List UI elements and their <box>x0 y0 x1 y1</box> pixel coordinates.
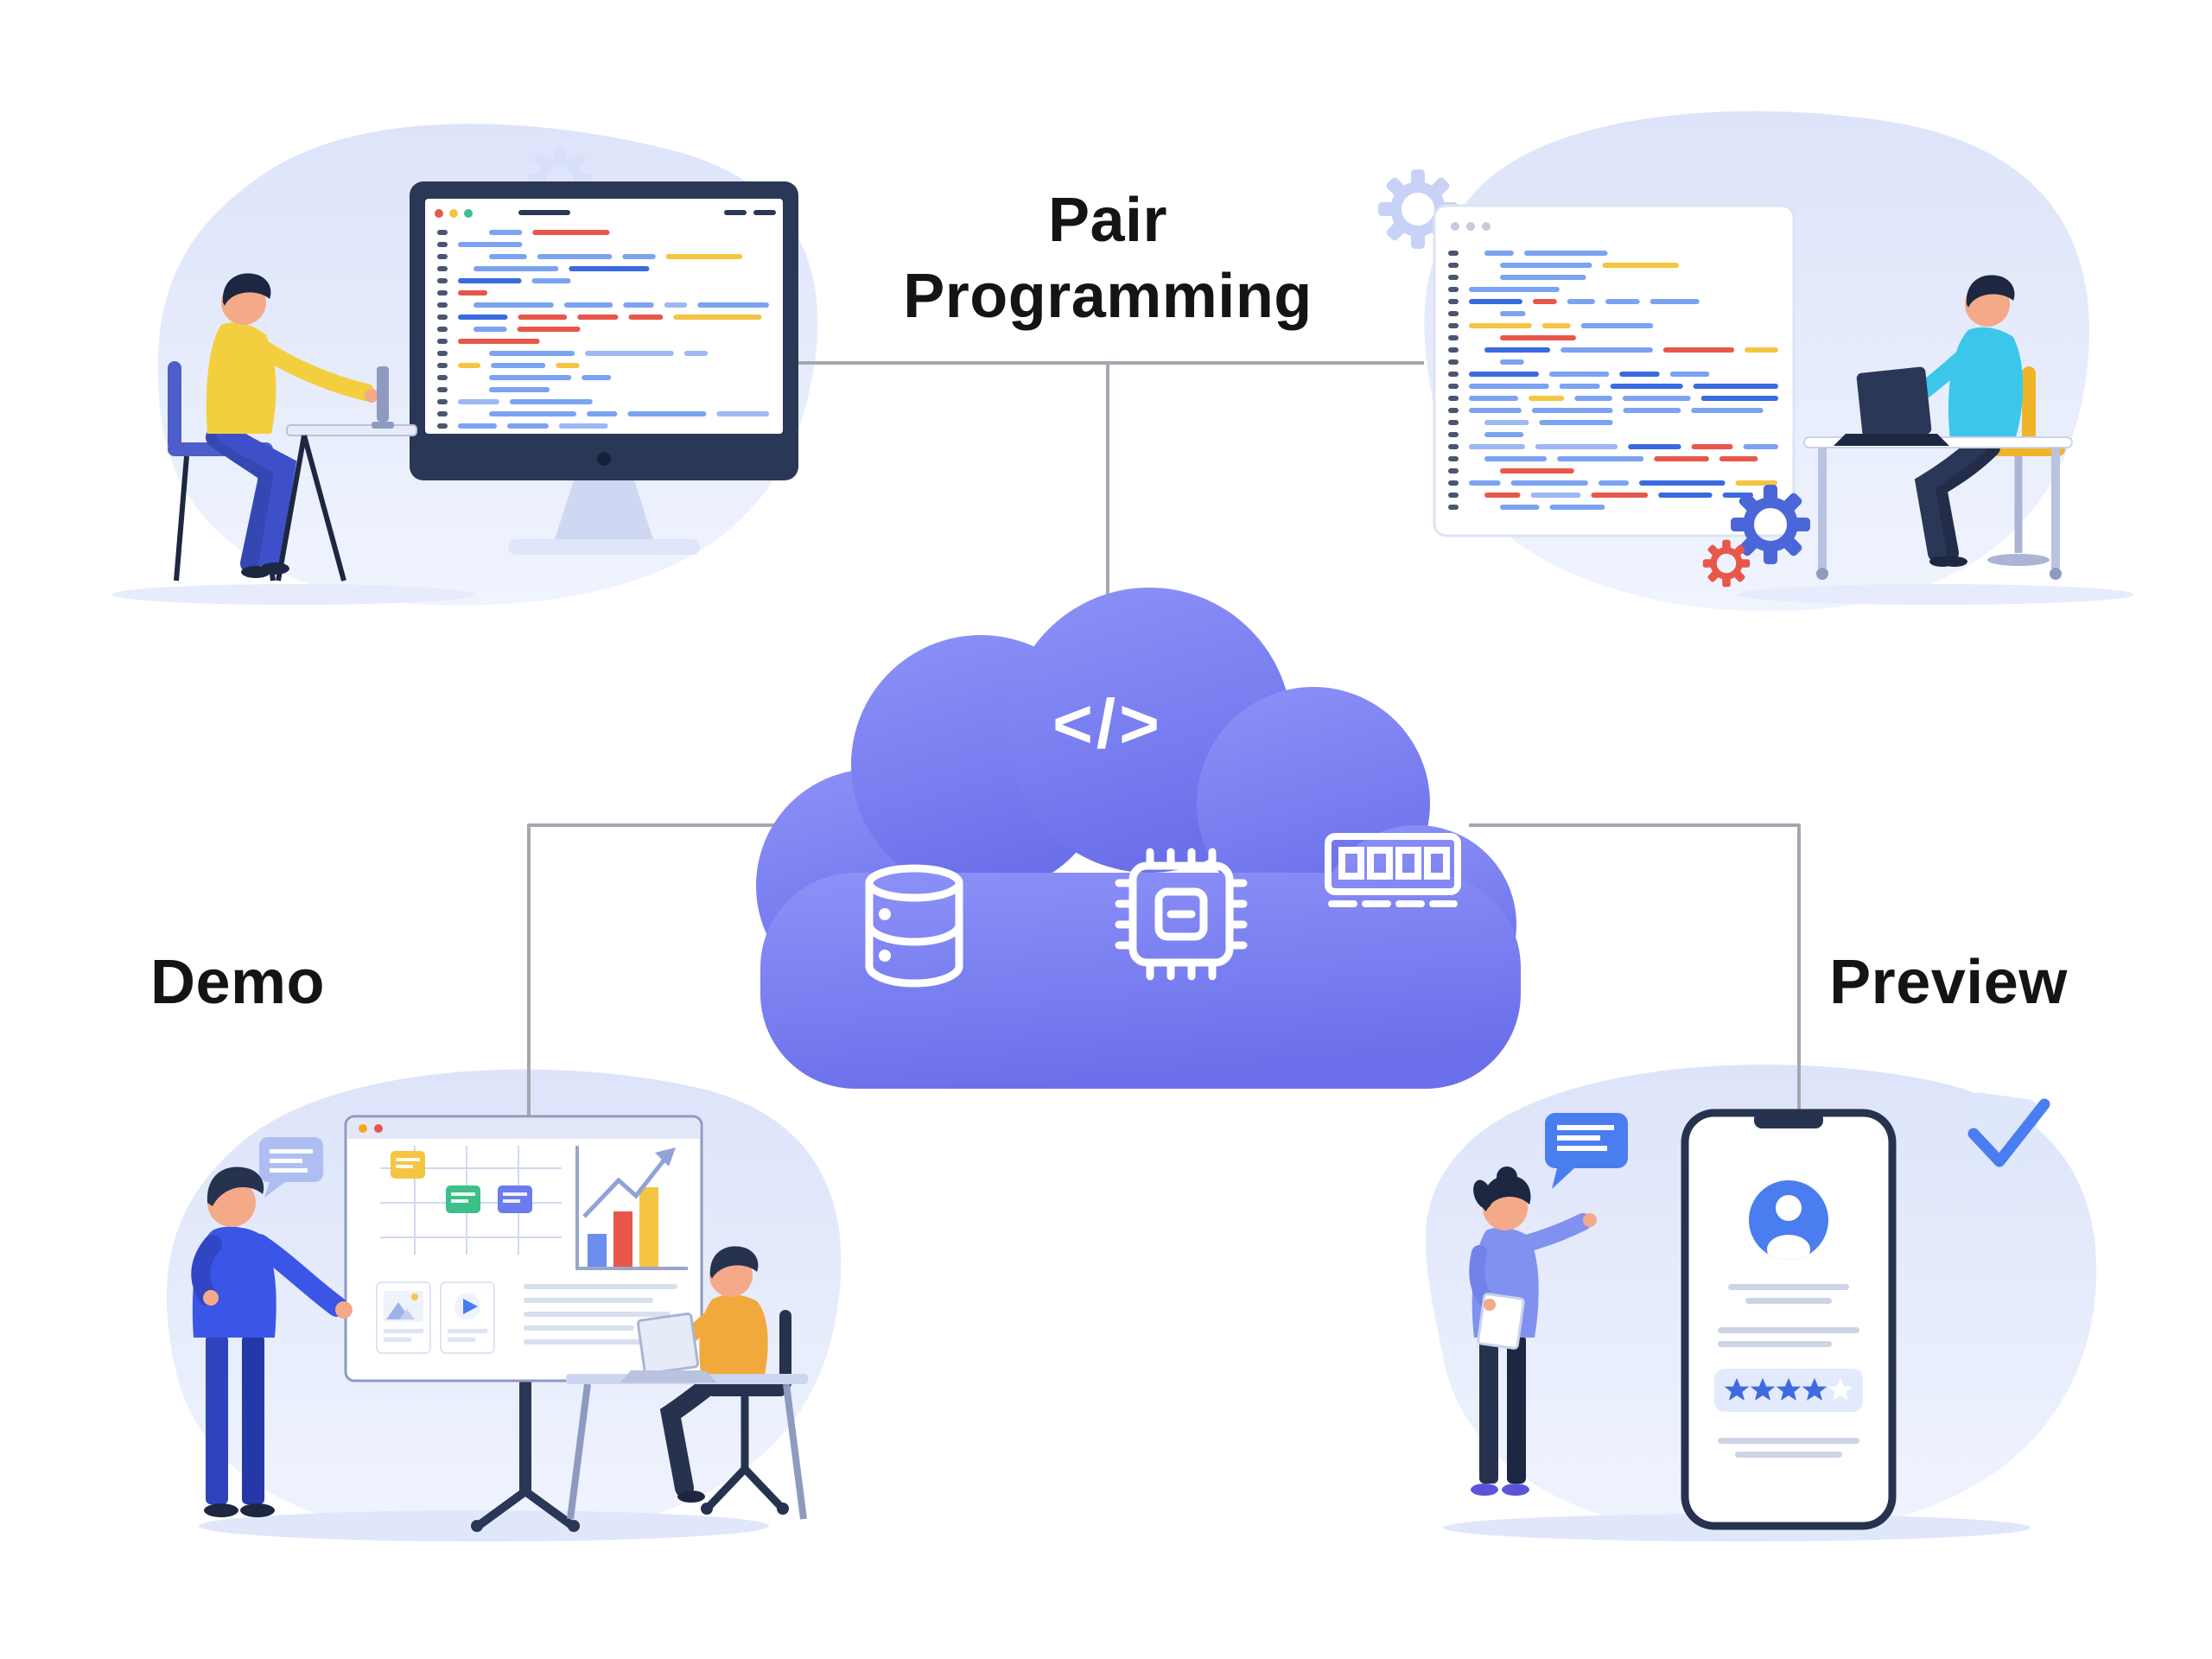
code-editor-screen <box>437 230 769 429</box>
arm-on-hip <box>191 1235 222 1306</box>
presenter <box>191 1137 353 1517</box>
bar-chart <box>575 1146 688 1270</box>
scene-pair-programming-left <box>168 147 798 582</box>
reviewer-woman <box>1469 1166 1597 1496</box>
scene-preview <box>1469 1092 2050 1530</box>
profile-text-lines <box>1718 1284 1859 1458</box>
developer-at-desk-left <box>168 273 417 582</box>
ram-icon <box>1325 833 1461 907</box>
person-arm <box>251 337 375 401</box>
chip-icon <box>1115 848 1248 981</box>
text-lines <box>524 1284 677 1344</box>
laptop-base <box>1834 434 1949 446</box>
person-torso <box>1948 327 2024 446</box>
seated-developer <box>566 1246 808 1520</box>
laptop-screen <box>637 1313 699 1375</box>
imac-monitor <box>410 181 798 555</box>
database-icon <box>865 864 963 988</box>
document-cards <box>376 1281 495 1354</box>
avatar-icon <box>1749 1180 1828 1260</box>
label-preview: Preview <box>1829 948 2068 1017</box>
label-demo: Demo <box>149 948 326 1017</box>
cloud <box>756 588 1521 1089</box>
developer-at-desk-right <box>1803 275 2073 580</box>
star-rating <box>1714 1369 1863 1412</box>
code-icon: </> <box>1052 685 1163 762</box>
person-hair <box>709 1246 759 1279</box>
person-hair <box>207 1166 264 1206</box>
person-torso <box>699 1294 768 1379</box>
connector-demo <box>527 823 830 1132</box>
scene-demo <box>191 1115 808 1532</box>
connector-preview <box>1469 823 1801 1132</box>
person-torso <box>206 322 276 434</box>
arm-pointing <box>249 1234 347 1317</box>
speech-bubble <box>1545 1113 1628 1189</box>
person-hair <box>1482 1175 1531 1211</box>
speech-bubble <box>259 1137 323 1198</box>
laptop-screen <box>1856 366 1932 441</box>
person-hair <box>1966 275 2015 308</box>
person-hair <box>222 273 271 306</box>
arm-pointing <box>1516 1213 1592 1253</box>
laptop-base <box>620 1370 717 1382</box>
checkmark-icon <box>1960 1092 2050 1172</box>
label-pair-programming: Pair Programming <box>903 186 1313 331</box>
kanban-board <box>380 1146 562 1255</box>
small-display <box>377 366 389 422</box>
presentation-screen <box>344 1115 703 1532</box>
browser-code-window <box>1433 204 1796 537</box>
connector-lines <box>527 361 1801 1132</box>
scene-pair-programming-right <box>1378 169 2073 587</box>
smartphone <box>1681 1109 1897 1530</box>
code-lines <box>1448 251 1778 510</box>
